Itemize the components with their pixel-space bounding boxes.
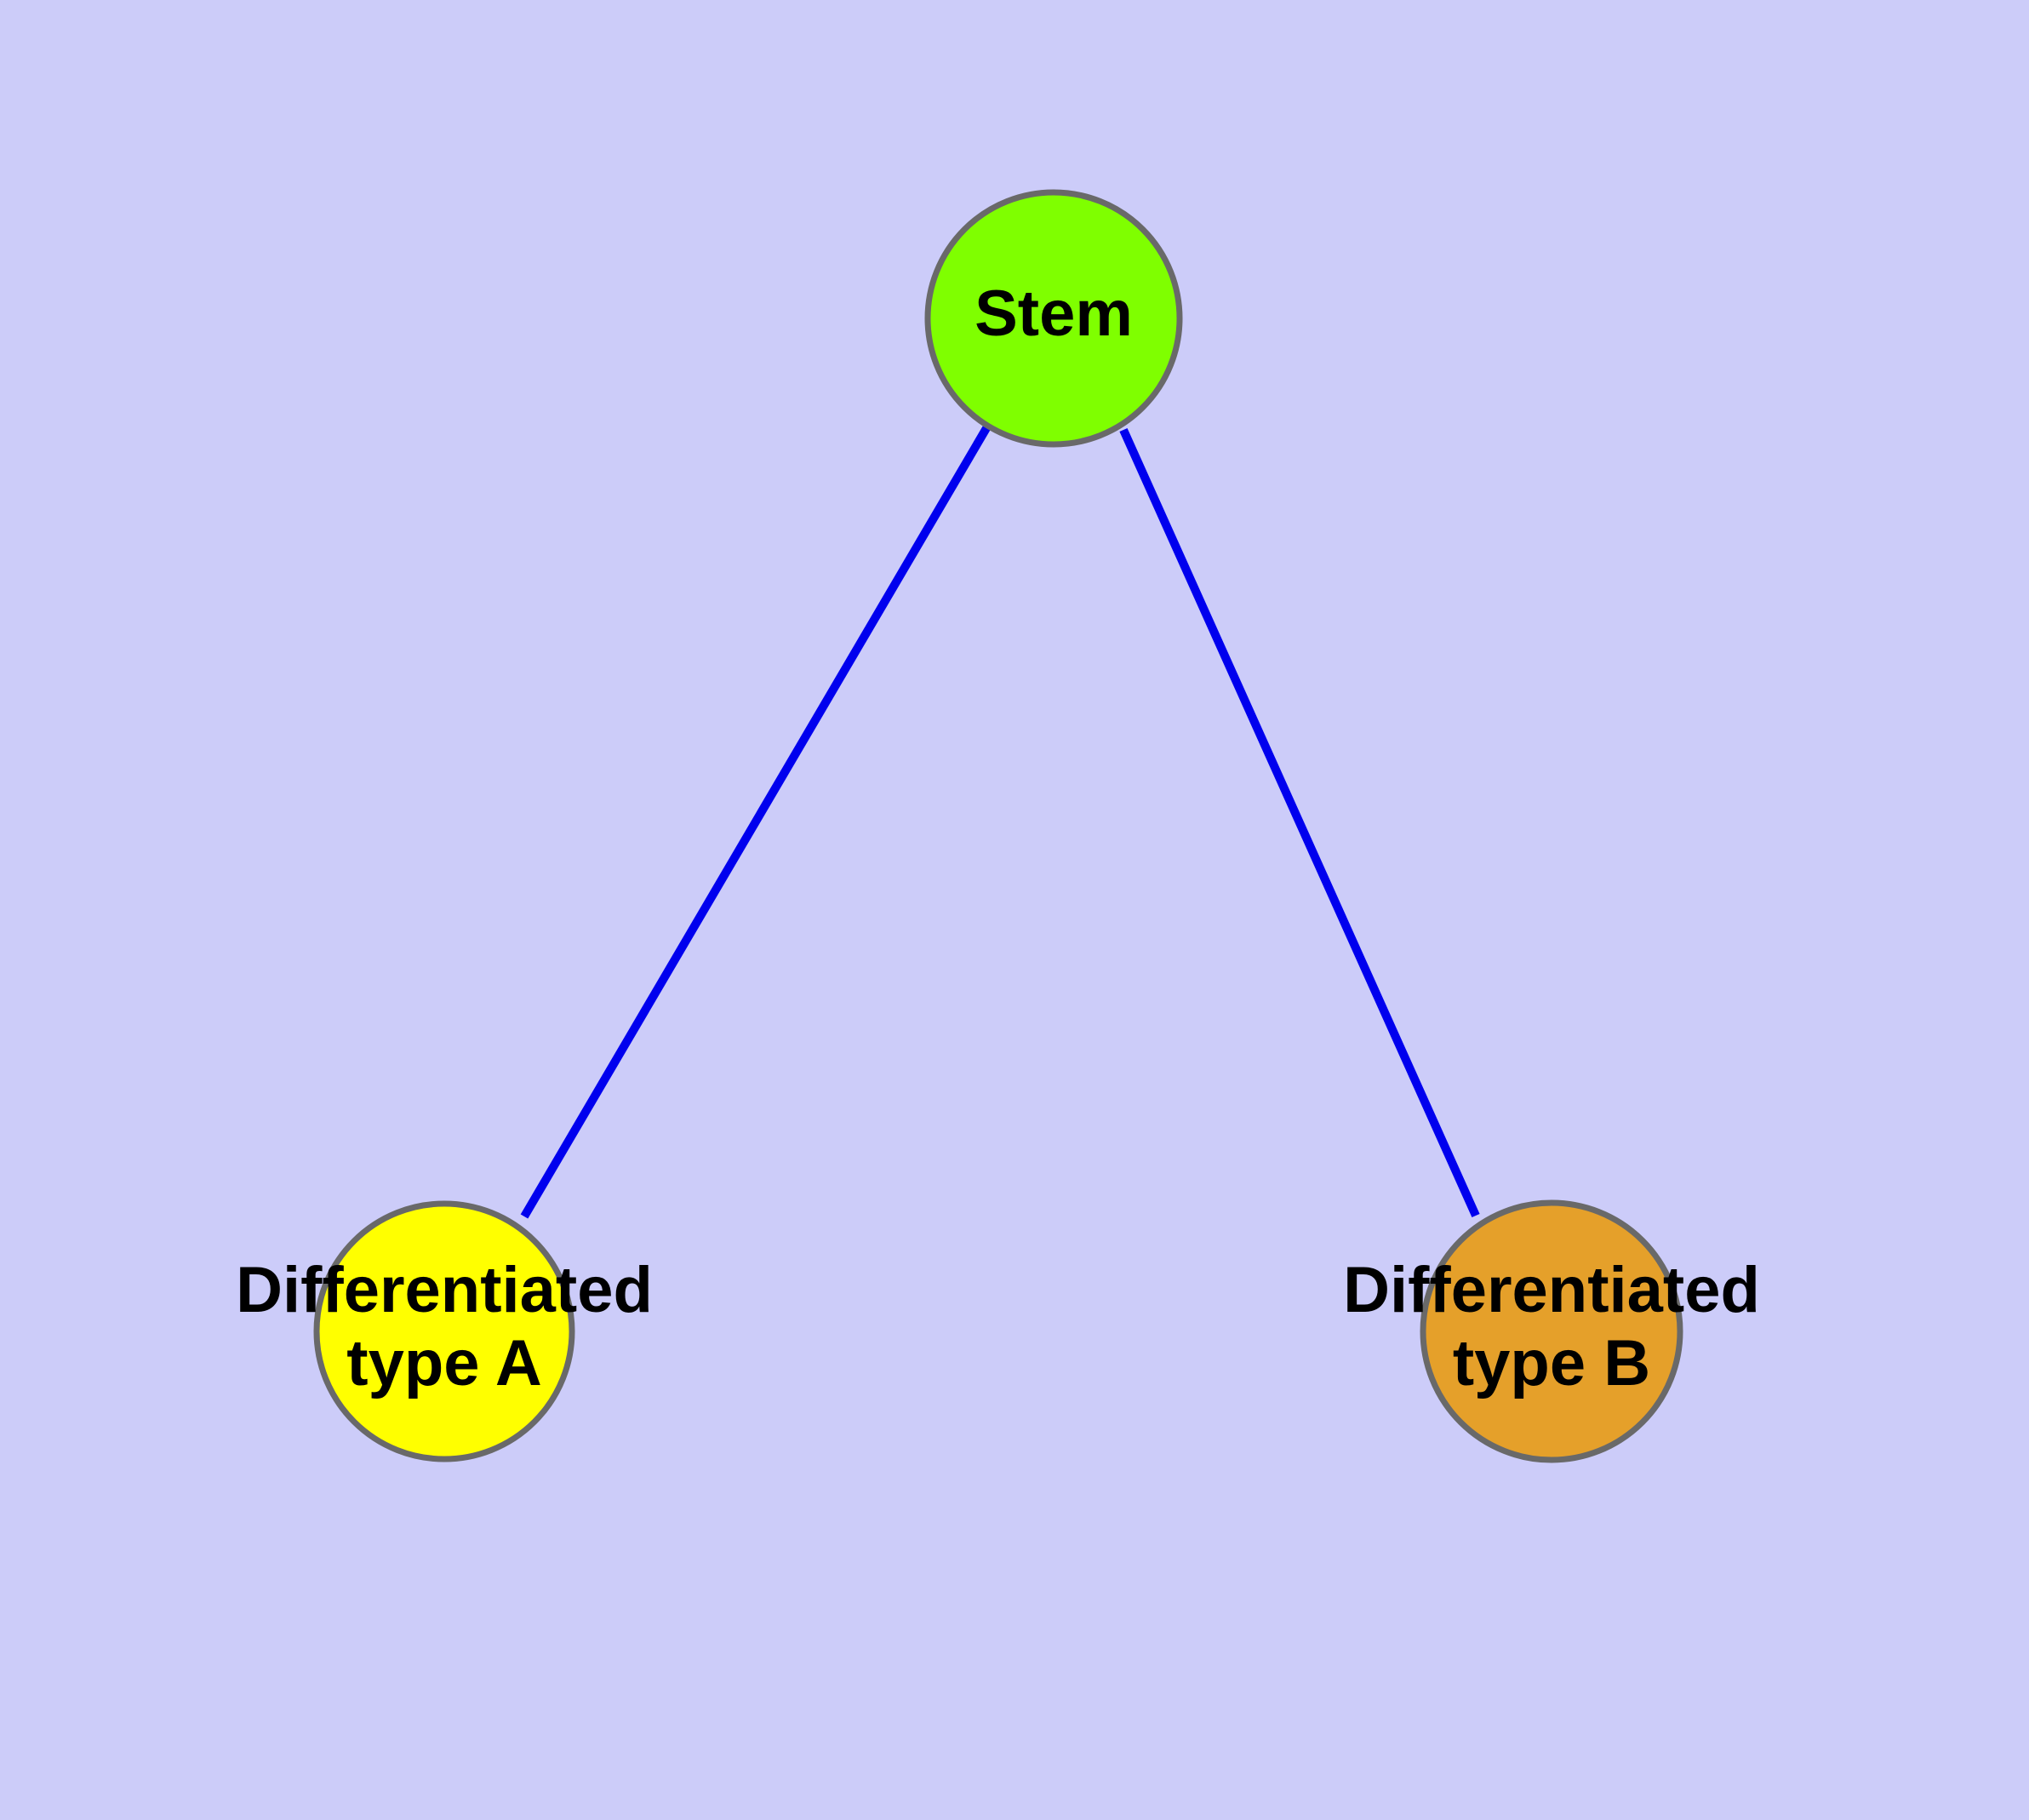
node-label-line: Stem [974,278,1133,350]
node-stem[interactable] [924,189,1183,448]
node-label-stem: Stem [974,278,1133,350]
edge-stem-to-diff-b[interactable] [1119,427,1480,1218]
nodes-layer [313,189,1683,1463]
node-diff-a[interactable] [313,1200,575,1462]
node-label-line: Differentiated [1343,1254,1760,1326]
edge-stem-to-diff-a[interactable] [520,426,991,1219]
node-label-line: type A [346,1327,541,1399]
node-label-line: Differentiated [236,1254,653,1326]
edges-layer [520,426,1480,1219]
node-diff-b[interactable] [1420,1199,1683,1463]
node-label-line: type B [1453,1327,1650,1399]
